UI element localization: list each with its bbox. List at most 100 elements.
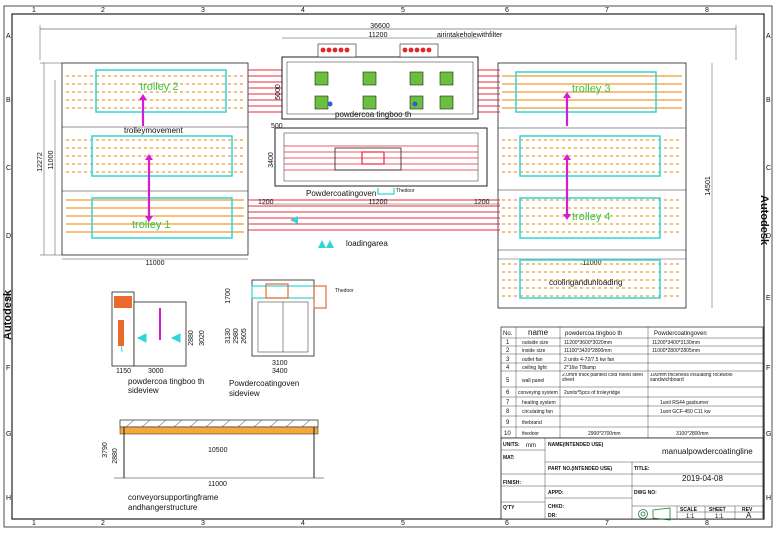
revision-label: REV xyxy=(742,507,753,513)
frame-dim-inner: 2880 xyxy=(112,448,119,464)
frame-dim-height: 3790 xyxy=(102,442,109,458)
zone-col-1: 1 xyxy=(32,7,36,14)
title-label: TITLE: xyxy=(634,466,650,472)
spec-row-2-name: inside size xyxy=(522,348,546,354)
drawing-name: manualpowdercoatingline xyxy=(662,447,753,456)
right-movement-arrows xyxy=(563,92,571,220)
zone-row-b: B xyxy=(6,97,11,104)
booth-side-dim-width: 1150 xyxy=(116,368,131,375)
plan-view: 36600 11200 airintakeholewithfilter 1227… xyxy=(37,23,737,309)
spec-row-1-booth: 11200*3600*3020mm xyxy=(564,340,612,346)
spec-row-2-no: 2 xyxy=(506,348,510,354)
spec-row-4-booth: 2*16w T8lamp xyxy=(564,365,596,371)
oven-door-label: Thedoor xyxy=(396,188,415,194)
spec-row-7-name: heating system xyxy=(522,400,556,406)
curing-oven xyxy=(274,127,488,187)
dim-left-rail: 1200 xyxy=(258,199,274,206)
zone-col-8: 8 xyxy=(705,7,709,14)
oven-side-caption: Powdercoatingoven xyxy=(229,379,299,388)
trolley-1-label: trolley 1 xyxy=(132,219,171,231)
spec-table: No. name powdercoa tingboo th Powdercoat… xyxy=(500,326,764,439)
zone-row-d-right: D xyxy=(766,233,771,240)
spec-row-6-no: 6 xyxy=(506,390,510,396)
trolley-1-outline xyxy=(91,197,233,239)
spec-row-1-name: outside size xyxy=(522,340,549,346)
oven-side-dim-inner-width: 3100 xyxy=(272,360,288,367)
left-orange-rails xyxy=(66,75,244,233)
sheet-label: SHEET xyxy=(709,507,726,513)
zone-col-4-bottom: 4 xyxy=(301,520,305,527)
vendor-watermark-right: Autodesk xyxy=(758,195,770,246)
booth-side-dim-length: 3000 xyxy=(148,368,164,375)
spec-row-6-booth: 2units*5pcs of troleyridge xyxy=(564,390,620,396)
oven-side-dim-height: 3130 xyxy=(225,328,232,344)
zone-row-b-right: B xyxy=(766,97,771,104)
spec-row-7-oven: 1unit RS44 gasburner xyxy=(660,400,709,406)
checked-label: CHKD: xyxy=(548,504,564,510)
spec-row-5-name: wall panel xyxy=(522,378,544,384)
spec-header-no: No. xyxy=(503,331,513,337)
spec-row-5-oven-box: 100mm thickness insulating rockwool sand… xyxy=(650,373,733,383)
frame-caption: conveyorsupportingframe xyxy=(128,493,219,502)
spec-row-2-oven: 11000*2800*2805mm xyxy=(652,348,700,354)
zone-row-e: E xyxy=(6,295,11,302)
spec-row-5-oven: 100mm thickness insulating rockwool sand… xyxy=(650,373,733,383)
scale-label: SCALE xyxy=(680,507,698,513)
oven-side-caption-2: sideview xyxy=(229,389,260,398)
right-orange-rails xyxy=(502,75,682,297)
zone-row-h: H xyxy=(6,495,11,502)
sheet-border xyxy=(3,5,773,528)
spec-header-oven: Powdercoatingoven xyxy=(654,331,707,337)
booth-guns xyxy=(327,101,418,107)
dim-booth-top: 11200 xyxy=(369,32,388,39)
drawn-label: DR: xyxy=(548,513,557,519)
zone-col-5-bottom: 5 xyxy=(401,520,405,527)
zone-row-a: A xyxy=(6,33,11,40)
zone-row-g-right: G xyxy=(766,431,771,438)
trolley-3-outline xyxy=(515,71,657,113)
dim-booth-small: 500 xyxy=(271,123,283,130)
dim-right-rail: 1200 xyxy=(474,199,490,206)
spec-header-name: name xyxy=(528,328,549,337)
zone-row-c: C xyxy=(6,165,11,172)
booth-side-caption-2: sideview xyxy=(128,386,159,395)
booth-side-dim-inner: 2880 xyxy=(188,330,195,346)
zone-col-8-bottom: 8 xyxy=(705,520,709,527)
zone-row-e-right: E xyxy=(766,295,771,302)
vendor-watermark-left: Autodesk xyxy=(2,289,14,340)
spec-row-1-no: 1 xyxy=(506,340,510,346)
dim-left-inner-height: 11000 xyxy=(48,150,55,169)
zone-col-5: 5 xyxy=(401,7,405,14)
zone-col-7-bottom: 7 xyxy=(605,520,609,527)
spec-row-8-oven: 1unit GCF-450 C11 kw xyxy=(660,409,711,415)
trolley-movement-label: trolleymovement xyxy=(124,126,183,135)
trolley-3-label: trolley 3 xyxy=(572,83,611,95)
oven-side-dim-top: 1700 xyxy=(225,288,232,304)
zone-row-c-right: C xyxy=(766,165,771,172)
dim-right-height: 14501 xyxy=(705,176,712,196)
scale-value: 1:1 xyxy=(686,514,695,520)
cooling-unloading-label: coolingandunloading xyxy=(549,278,622,287)
zone-col-3: 3 xyxy=(201,7,205,14)
spec-row-9-name: thebrand xyxy=(522,420,542,426)
trolley-2-outline xyxy=(95,69,227,113)
zone-row-h-right: H xyxy=(766,495,771,502)
spec-row-1-oven: 11200*3400*3130mm xyxy=(652,340,700,346)
spec-row-2-booth: 11100*3420*2800mm xyxy=(564,348,612,354)
zone-col-6: 6 xyxy=(505,7,509,14)
material-label: MAT: xyxy=(503,455,515,461)
dim-left-height: 12272 xyxy=(37,152,44,172)
approved-label: APPD: xyxy=(548,490,564,496)
spec-row-10-booth: 2900*2700mm xyxy=(588,431,621,437)
booth-filters xyxy=(317,43,439,58)
booth-side-view: 1150 3000 2880 3020 powdercoa tingboo th… xyxy=(111,291,206,395)
oven-side-door-label: Thedoor xyxy=(335,288,354,294)
trolley-movement-arrows xyxy=(139,94,153,222)
trolley-4-outline xyxy=(519,197,661,239)
spec-row-3-no: 3 xyxy=(506,357,510,363)
zone-col-3-bottom: 3 xyxy=(201,520,205,527)
oven-side-dim-inner: 2980 xyxy=(233,328,240,344)
spec-row-4-name: ceiling light xyxy=(522,365,547,371)
trolley-4-label: trolley 4 xyxy=(572,211,611,223)
